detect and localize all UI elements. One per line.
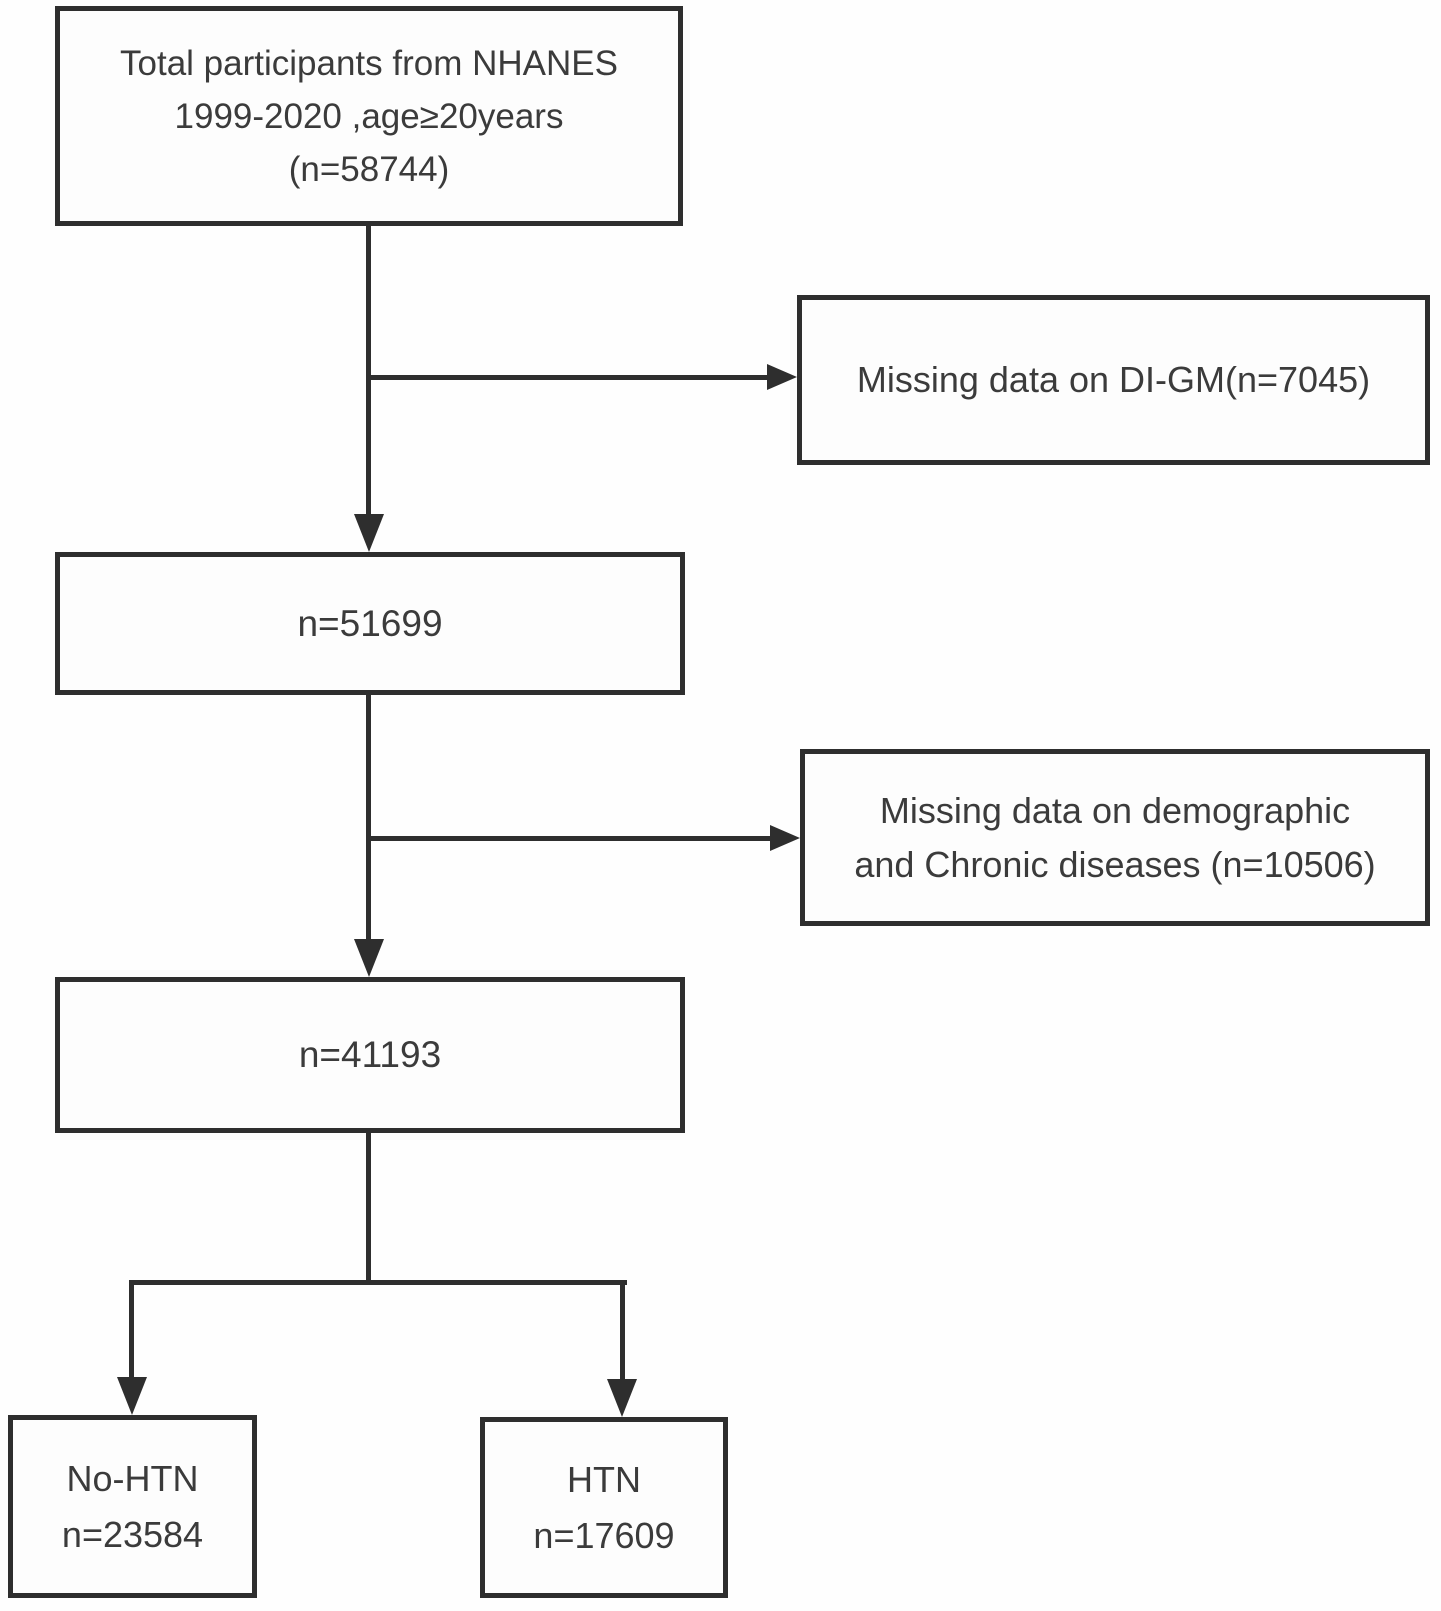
arrow-down-head-icon [117, 1377, 147, 1415]
arrow-right-head-icon [767, 364, 797, 390]
connector-n51699-to-n41193 [366, 695, 371, 943]
connector-total-to-n51699 [366, 226, 371, 516]
node-n51699: n=51699 [55, 552, 685, 695]
connector-split-to-no-htn [129, 1280, 134, 1380]
node-excluded-missing-digm: Missing data on DI-GM(n=7045) [797, 295, 1430, 465]
arrow-down-head-icon [354, 514, 384, 552]
node-text-line: 1999-2020 ,age≥20years [174, 96, 564, 136]
node-text-line: Missing data on DI-GM(n=7045) [856, 359, 1371, 400]
connector-branch-to-excl-digm [368, 375, 769, 380]
node-text-line: HTN [567, 1458, 641, 1500]
node-text-line: Missing data on demographic [879, 789, 1351, 831]
node-no-htn: No-HTN n=23584 [8, 1415, 257, 1598]
arrow-down-head-icon [607, 1379, 637, 1417]
node-text-line: (n=58744) [288, 149, 450, 189]
connector-n41193-stem [366, 1133, 371, 1285]
node-text-line: n=23584 [61, 1513, 204, 1555]
node-text-line: n=41193 [298, 1034, 442, 1075]
connector-branch-to-excl-demo [368, 836, 772, 841]
connector-split-to-htn [620, 1280, 625, 1382]
connector-split-bar [129, 1280, 627, 1285]
arrow-down-head-icon [354, 939, 384, 977]
node-text-line: Total participants from NHANES [120, 43, 618, 83]
arrow-right-head-icon [770, 825, 800, 851]
node-text-line: n=51699 [297, 602, 443, 644]
node-text-line: No-HTN [66, 1457, 199, 1499]
node-total-participants: Total participants from NHANES 1999-2020… [55, 6, 683, 226]
node-htn: HTN n=17609 [480, 1417, 728, 1598]
node-excluded-missing-demographic: Missing data on demographic and Chronic … [800, 749, 1430, 926]
node-n41193: n=41193 [55, 977, 685, 1133]
node-text-line: n=17609 [533, 1514, 675, 1556]
node-text-line: and Chronic diseases (n=10506) [854, 843, 1376, 885]
